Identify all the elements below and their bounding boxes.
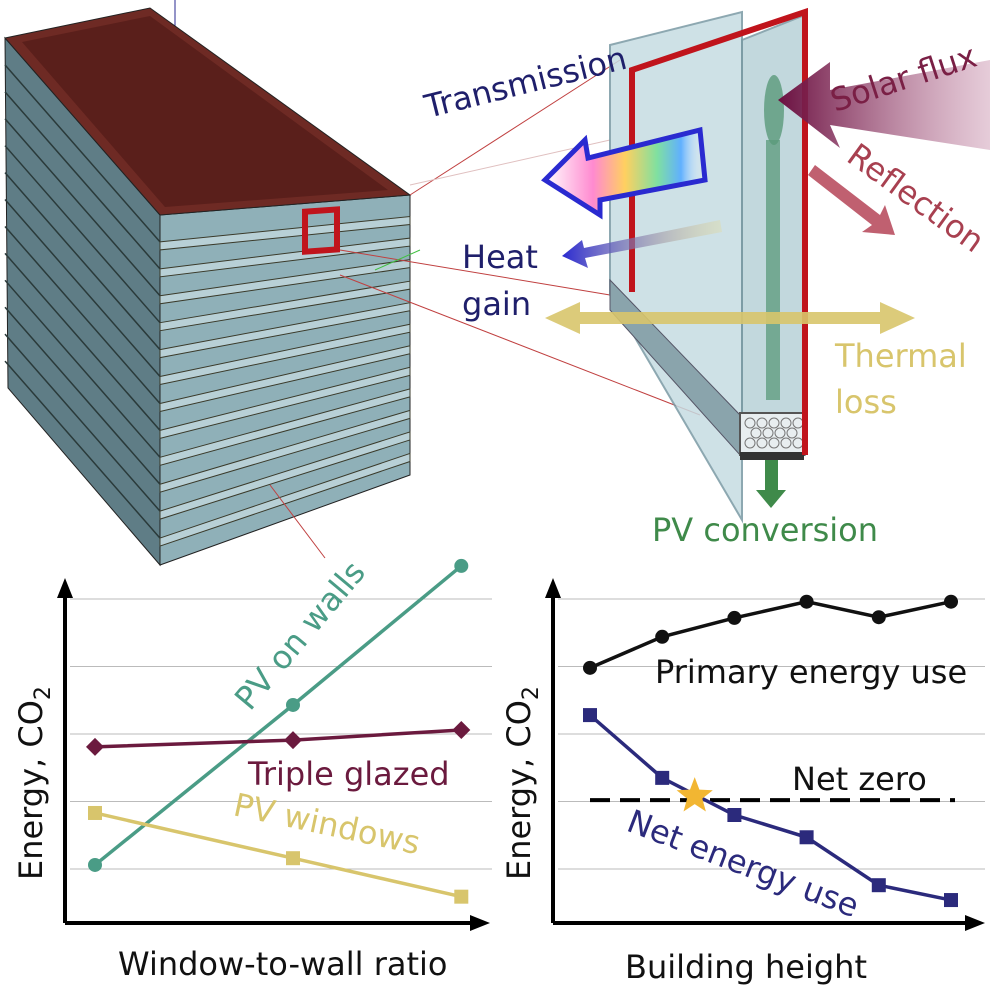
window-highlight	[302, 206, 340, 255]
xlabel-building-height: Building height	[625, 948, 867, 986]
y-axis-arrow	[57, 578, 73, 598]
chart-window-to-wall	[57, 558, 492, 931]
data-point-primary-energy-use	[799, 594, 814, 609]
data-point-pv-windows	[454, 889, 469, 904]
pv-conversion-arrow	[756, 460, 786, 508]
series-label-primary-energy: Primary energy use	[655, 653, 967, 691]
floor-band-front	[159, 259, 411, 305]
floor-band-front	[159, 366, 411, 440]
x-axis-arrow	[965, 915, 985, 931]
label-gain: gain	[462, 285, 531, 323]
chart-building-height	[545, 578, 985, 931]
floor-band-front	[159, 345, 411, 413]
data-point-triple-glazed	[284, 731, 302, 750]
x-axis-arrow	[470, 915, 490, 931]
thermal-loss-arrow	[545, 302, 915, 334]
floor-band-front	[159, 280, 411, 332]
label-transmission: Transmission	[420, 39, 631, 126]
label-pv-conversion: PV conversion	[652, 511, 878, 549]
data-point-primary-energy-use	[871, 610, 886, 625]
heat-gain-arrow	[562, 220, 722, 268]
floor-line-left	[4, 199, 161, 378]
series-line-triple-glazed	[94, 728, 462, 749]
floor-line-left	[4, 91, 161, 270]
data-point-net-energy-use	[583, 708, 597, 723]
floor-line-left	[4, 64, 161, 243]
data-point-primary-energy-use	[944, 594, 958, 609]
solar-flux-arrow	[778, 60, 990, 150]
data-point-primary-energy-use	[655, 629, 670, 644]
series-label-triple-glazed: Triple glazed	[247, 755, 450, 793]
series-label-pv-on-walls: PV on walls	[227, 554, 373, 718]
star-icon	[676, 777, 713, 812]
floor-band-front	[159, 431, 411, 520]
data-point-net-energy-use	[871, 878, 886, 893]
reference-label-net-zero: Net zero	[792, 760, 927, 798]
data-point-pv-windows	[286, 851, 300, 866]
floor-band-front	[159, 452, 411, 547]
floor-line-left	[4, 306, 161, 485]
series-line-primary-energy-use	[589, 599, 952, 670]
floor-line-left	[4, 279, 161, 458]
floor-line-left	[4, 118, 161, 297]
floor-band-front	[159, 388, 411, 466]
series-label-net-energy: Net energy use	[622, 802, 864, 925]
building-floors	[4, 64, 411, 547]
floor-band-front	[159, 323, 411, 386]
data-point-primary-energy-use	[727, 610, 742, 625]
floor-line-left	[4, 145, 161, 324]
ylabel-right: Energy, CO2	[500, 686, 544, 880]
floor-band-front	[159, 215, 411, 251]
data-point-net-energy-use	[727, 808, 742, 822]
window-illustration	[541, 7, 990, 524]
data-point-pv-on-walls	[454, 558, 469, 573]
data-point-primary-energy-use	[583, 660, 597, 675]
reflection-arrow	[808, 165, 895, 235]
label-loss: loss	[835, 383, 897, 421]
building-illustration	[4, 0, 701, 567]
series-line-net-energy-use	[588, 713, 952, 902]
floor-line-left	[4, 225, 161, 404]
label-reflection: Reflection	[840, 136, 991, 260]
data-point-pv-windows	[88, 805, 102, 820]
pv-cell	[764, 75, 784, 145]
transmission-arrow	[541, 126, 708, 220]
data-point-net-energy-use	[655, 770, 670, 785]
floor-line-left	[4, 252, 161, 431]
data-point-net-energy-use	[944, 893, 958, 908]
xlabel-window-to-wall: Window-to-wall ratio	[118, 945, 448, 983]
floor-line-left	[4, 360, 161, 539]
data-point-pv-on-walls	[286, 697, 300, 712]
floor-band-front	[159, 409, 411, 493]
data-point-triple-glazed	[452, 720, 471, 739]
ylabel-left: Energy, CO2	[12, 686, 56, 880]
data-point-pv-on-walls	[88, 857, 102, 872]
y-axis-arrow	[545, 578, 561, 598]
label-thermal: Thermal	[834, 337, 967, 375]
floor-line-left	[4, 333, 161, 512]
floor-line-left	[4, 172, 161, 351]
label-heat: Heat	[462, 238, 538, 276]
floor-band-front	[159, 302, 411, 359]
data-point-net-energy-use	[799, 830, 814, 845]
data-point-triple-glazed	[86, 737, 104, 756]
